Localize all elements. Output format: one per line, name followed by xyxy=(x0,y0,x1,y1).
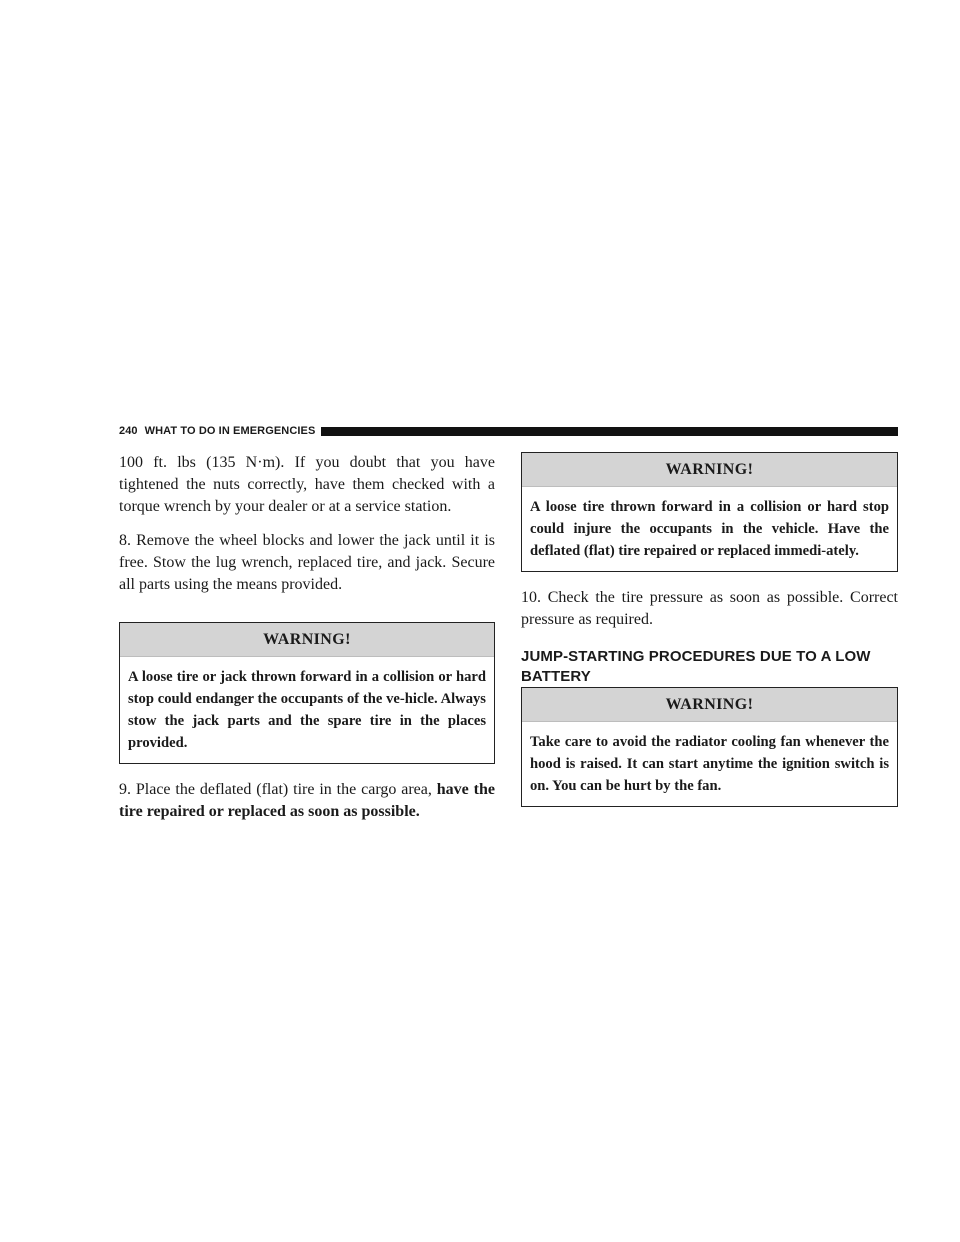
heading-jump-starting: JUMP-STARTING PROCEDURES DUE TO A LOW BA… xyxy=(521,648,871,685)
paragraph-step-10: 10. Check the tire pressure as soon as p… xyxy=(521,589,898,628)
step-9-emphasis: have the tire repaired or replaced as so… xyxy=(119,781,495,820)
warning-text: A loose tire thrown forward in a collisi… xyxy=(530,499,889,559)
section-title: WHAT TO DO IN EMERGENCIES xyxy=(144,425,316,437)
warning-box-jack: WARNING! A loose tire or jack thrown for… xyxy=(119,622,495,764)
warning-text: Take care to avoid the radiator cooling … xyxy=(530,734,889,794)
left-column: 100 ft. lbs (135 N·m). If you doubt that… xyxy=(119,452,495,823)
header-rule xyxy=(321,426,898,436)
warning-title: WARNING! xyxy=(120,623,494,657)
warning-title: WARNING! xyxy=(522,688,897,722)
right-column: WARNING! A loose tire thrown forward in … xyxy=(521,452,898,807)
warning-text: A loose tire or jack thrown forward in a… xyxy=(128,669,486,751)
paragraph-step-9: 9. Place the deflated (flat) tire in the… xyxy=(119,779,495,823)
step-9-text: 9. Place the deflated (flat) tire in the… xyxy=(119,781,437,798)
warning-box-fan: WARNING! Take care to avoid the radiator… xyxy=(521,687,898,807)
page-header: 240 WHAT TO DO IN EMERGENCIES xyxy=(119,424,898,438)
paragraph-step-8: 8. Remove the wheel blocks and lower the… xyxy=(119,532,495,593)
warning-title: WARNING! xyxy=(522,453,897,487)
paragraph-torque: 100 ft. lbs (135 N·m). If you doubt that… xyxy=(119,454,495,515)
page-number: 240 xyxy=(119,425,138,437)
warning-box-tire: WARNING! A loose tire thrown forward in … xyxy=(521,452,898,572)
